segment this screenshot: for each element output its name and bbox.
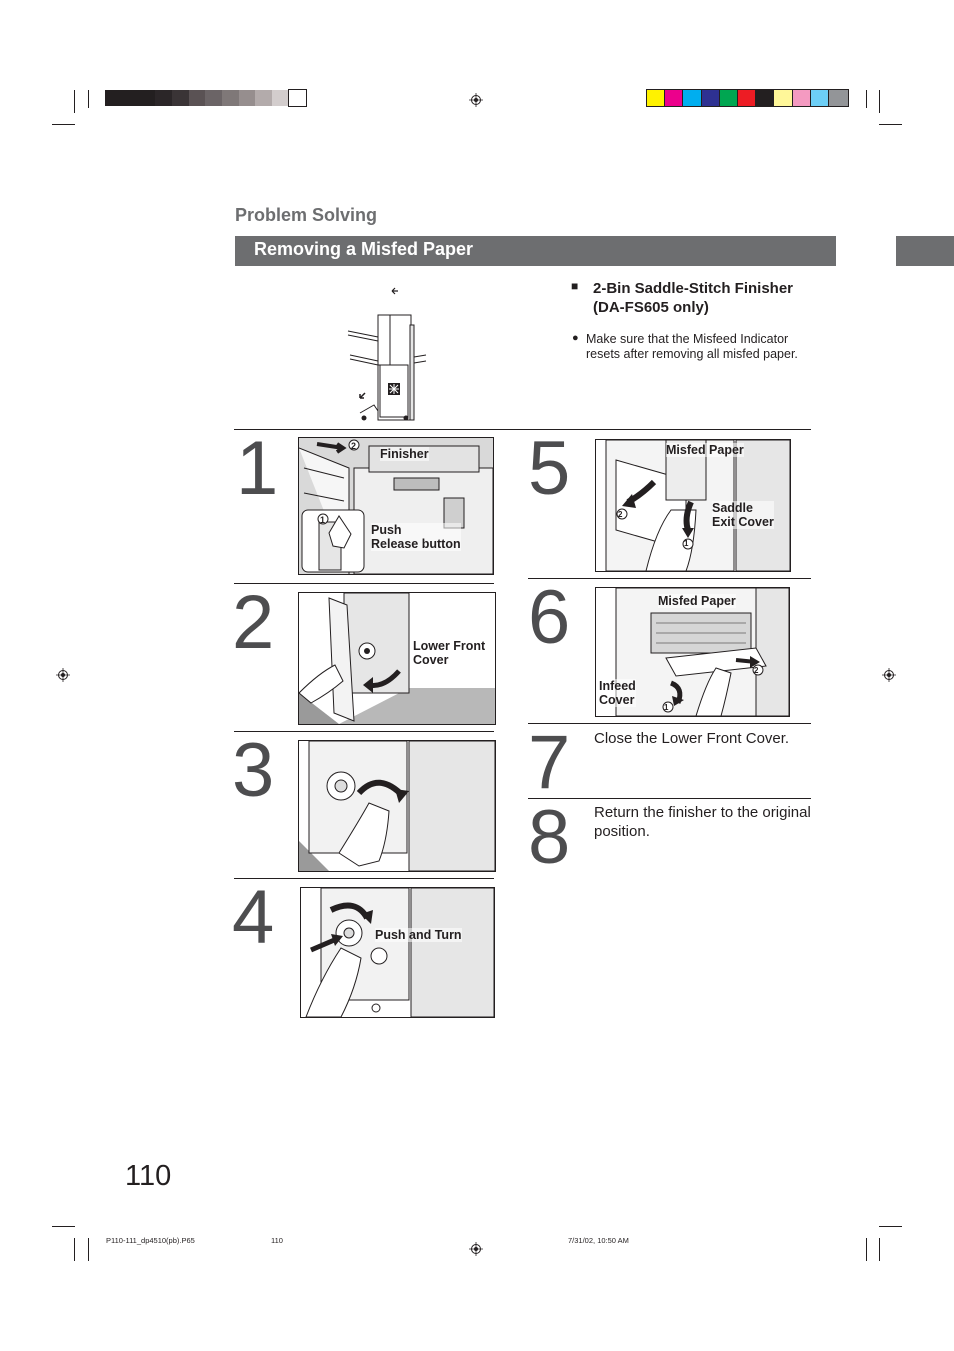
section-title: Problem Solving bbox=[235, 205, 378, 225]
process-swatch bbox=[755, 89, 777, 107]
crop-mark bbox=[52, 1226, 75, 1227]
marker-2: 2 bbox=[351, 441, 357, 451]
gray-swatch bbox=[138, 90, 156, 106]
gray-swatch bbox=[287, 89, 307, 107]
process-swatch bbox=[700, 89, 722, 107]
divider bbox=[528, 798, 811, 799]
gray-swatch bbox=[205, 90, 223, 106]
misfed-paper-label: Misfed Paper bbox=[658, 594, 736, 608]
crop-mark bbox=[866, 1238, 867, 1261]
step-number: 2 bbox=[232, 580, 275, 665]
slug-date: 7/31/02, 10:50 AM bbox=[568, 1236, 629, 1245]
step-number: 8 bbox=[528, 795, 571, 880]
gray-swatch bbox=[238, 90, 256, 106]
crop-mark bbox=[879, 1238, 880, 1261]
crop-mark bbox=[52, 124, 75, 125]
marker-2: 2 bbox=[754, 666, 759, 675]
process-swatch bbox=[828, 89, 849, 107]
registration-mark-icon bbox=[469, 1242, 483, 1256]
crop-mark bbox=[88, 1238, 89, 1261]
step-number: 6 bbox=[528, 575, 571, 660]
square-bullet-icon: ■ bbox=[571, 279, 579, 293]
process-swatch bbox=[646, 89, 667, 107]
gray-swatch bbox=[121, 90, 139, 106]
process-swatch bbox=[773, 89, 795, 107]
gray-swatch bbox=[255, 90, 273, 106]
gray-swatch bbox=[105, 90, 122, 106]
process-swatch bbox=[809, 89, 831, 107]
step-number: 5 bbox=[528, 426, 571, 511]
lower-front-cover-label: Lower Front Cover bbox=[413, 639, 486, 667]
marker-1: 1 bbox=[320, 515, 326, 525]
step-number: 4 bbox=[232, 875, 275, 960]
page-title: Removing a Misfed Paper bbox=[254, 239, 474, 259]
release-button-label: Push Release button bbox=[371, 523, 461, 551]
push-and-turn-label: Push and Turn bbox=[375, 928, 462, 942]
step-number: 7 bbox=[528, 720, 571, 805]
crop-mark bbox=[879, 1226, 902, 1227]
divider bbox=[528, 578, 811, 579]
registration-mark-icon bbox=[882, 668, 896, 682]
dot-bullet-icon: ● bbox=[572, 332, 579, 344]
title-bar: Removing a Misfed Paper bbox=[235, 236, 836, 266]
step-number: 3 bbox=[232, 728, 275, 813]
process-swatch bbox=[718, 89, 740, 107]
registration-mark-icon bbox=[56, 668, 70, 682]
infeed-cover-label: Infeed Cover bbox=[599, 679, 636, 707]
divider bbox=[234, 429, 811, 430]
step-4-illustration: Push and Turn bbox=[300, 887, 495, 1018]
marker-1: 1 bbox=[664, 703, 669, 712]
misfed-paper-label: Misfed Paper bbox=[666, 443, 744, 457]
crop-mark bbox=[88, 90, 89, 108]
crop-mark bbox=[74, 90, 75, 113]
divider bbox=[528, 723, 811, 724]
page-number: 110 bbox=[125, 1160, 172, 1192]
gray-swatch bbox=[171, 90, 189, 106]
divider bbox=[234, 878, 494, 879]
crop-mark bbox=[866, 90, 867, 108]
process-swatch bbox=[737, 89, 758, 107]
step-number: 1 bbox=[236, 426, 279, 511]
step-6-illustration: 2 1 Misfed Paper Infeed Cover bbox=[595, 587, 790, 717]
step-7-text: Close the Lower Front Cover. bbox=[594, 730, 790, 747]
gray-swatch bbox=[272, 90, 289, 106]
step-5-illustration: 2 1 Misfed Paper Saddle Exit Cover bbox=[595, 439, 791, 572]
finisher-overview-illustration bbox=[347, 287, 427, 421]
step-1-illustration: 2 1 Finisher Push Release button bbox=[298, 437, 494, 575]
crop-mark bbox=[879, 124, 902, 125]
step-2-illustration: Lower Front Cover bbox=[298, 592, 496, 725]
finisher-label: Finisher bbox=[380, 447, 429, 461]
marker-2: 2 bbox=[618, 510, 623, 519]
process-swatch bbox=[682, 89, 704, 107]
slug-page: 110 bbox=[271, 1236, 283, 1245]
step-8-text: Return the finisher to the original posi… bbox=[594, 804, 811, 840]
slug-filename: P110-111_dp4510(pb).P65 bbox=[106, 1236, 195, 1245]
divider bbox=[234, 583, 494, 584]
finisher-heading: 2-Bin Saddle-Stitch Finisher (DA-FS605 o… bbox=[593, 280, 794, 316]
gray-swatch bbox=[188, 90, 206, 106]
misfeed-note: Make sure that the Misfeed Indicator res… bbox=[586, 332, 798, 361]
crop-mark bbox=[74, 1238, 75, 1261]
crop-mark bbox=[879, 90, 880, 113]
process-swatch bbox=[791, 89, 813, 107]
gray-swatch bbox=[221, 90, 239, 106]
saddle-exit-cover-label: Saddle Exit Cover bbox=[712, 501, 774, 529]
marker-1: 1 bbox=[684, 539, 689, 548]
step-3-illustration bbox=[298, 740, 496, 872]
registration-mark-icon bbox=[469, 93, 483, 107]
process-swatch bbox=[664, 89, 686, 107]
chapter-tab bbox=[896, 236, 954, 266]
gray-swatch bbox=[155, 90, 173, 106]
divider bbox=[234, 731, 494, 732]
